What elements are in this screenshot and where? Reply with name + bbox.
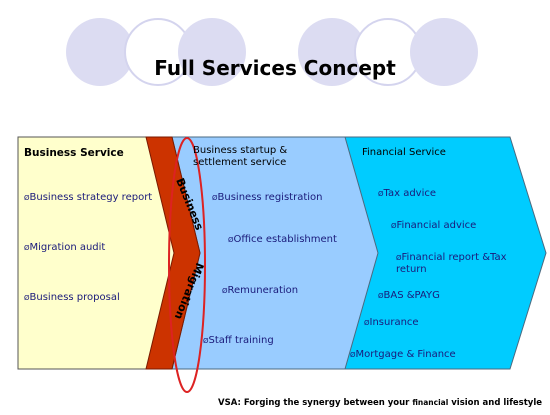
startup-service-item-label: Office establishment — [233, 234, 337, 245]
bullet-arrow-icon: Ø — [378, 292, 384, 300]
slide-title: Full Services Concept — [154, 56, 396, 80]
business-service-item: ØBusiness strategy report — [24, 192, 152, 204]
financial-service-item-label: Financial report &Tax return — [396, 252, 507, 275]
bullet-arrow-icon: Ø — [364, 319, 370, 327]
financial-service-item: ØFinancial advice — [391, 220, 476, 232]
bullet-arrow-icon: Ø — [24, 194, 30, 202]
startup-service-heading: Business startup & settlement service — [193, 145, 288, 168]
financial-service-item-label: Mortgage & Finance — [355, 349, 456, 360]
startup-service-item: ØBusiness registration — [212, 192, 323, 204]
footer-highlight: financial — [412, 398, 449, 407]
financial-service-item-label: Financial advice — [396, 220, 477, 231]
startup-service-item: ØStaff training — [203, 335, 274, 347]
decor-circle — [178, 18, 246, 86]
decor-circle — [66, 18, 134, 86]
financial-service-item-label: Tax advice — [383, 188, 437, 199]
financial-service-item: ØMortgage & Finance — [350, 349, 456, 361]
bullet-arrow-icon: Ø — [24, 294, 30, 302]
financial-service-item: ØInsurance — [364, 317, 419, 329]
business-service-item-label: Business strategy report — [29, 192, 153, 203]
financial-service-item-label: Insurance — [369, 317, 419, 328]
bullet-arrow-icon: Ø — [222, 287, 228, 295]
startup-service-item-label: Remuneration — [227, 285, 299, 296]
financial-service-item-label: BAS &PAYG — [383, 290, 440, 301]
bullet-arrow-icon: Ø — [228, 236, 234, 244]
bullet-arrow-icon: Ø — [350, 351, 356, 359]
startup-service-item-label: Business registration — [217, 192, 323, 203]
business-service-item-label: Business proposal — [29, 292, 120, 303]
business-service-item-label: Migration audit — [29, 242, 106, 253]
bullet-arrow-icon: Ø — [212, 194, 218, 202]
financial-service-item: ØBAS &PAYG — [378, 290, 440, 302]
startup-service-item-label: Staff training — [208, 335, 274, 346]
startup-service-item: ØOffice establishment — [228, 234, 337, 246]
decor-circle — [410, 18, 478, 86]
footer-suffix: vision and lifestyle — [448, 398, 542, 408]
bullet-arrow-icon: Ø — [203, 337, 209, 345]
financial-service-item: ØFinancial report &Tax return — [396, 252, 524, 276]
footer-prefix: VSA: Forging the synergy between your — [218, 398, 413, 408]
bullet-arrow-icon: Ø — [391, 222, 397, 230]
business-service-heading: Business Service — [24, 147, 124, 159]
bullet-arrow-icon: Ø — [24, 244, 30, 252]
footer-tagline: VSA: Forging the synergy between your fi… — [0, 398, 542, 408]
business-service-item: ØBusiness proposal — [24, 292, 120, 304]
financial-service-heading: Financial Service — [362, 147, 446, 158]
startup-service-item: ØRemuneration — [222, 285, 298, 297]
business-service-item: ØMigration audit — [24, 242, 105, 254]
highlight-ellipse — [168, 137, 206, 393]
financial-service-item: ØTax advice — [378, 188, 436, 200]
bullet-arrow-icon: Ø — [378, 190, 384, 198]
bullet-arrow-icon: Ø — [396, 254, 402, 262]
